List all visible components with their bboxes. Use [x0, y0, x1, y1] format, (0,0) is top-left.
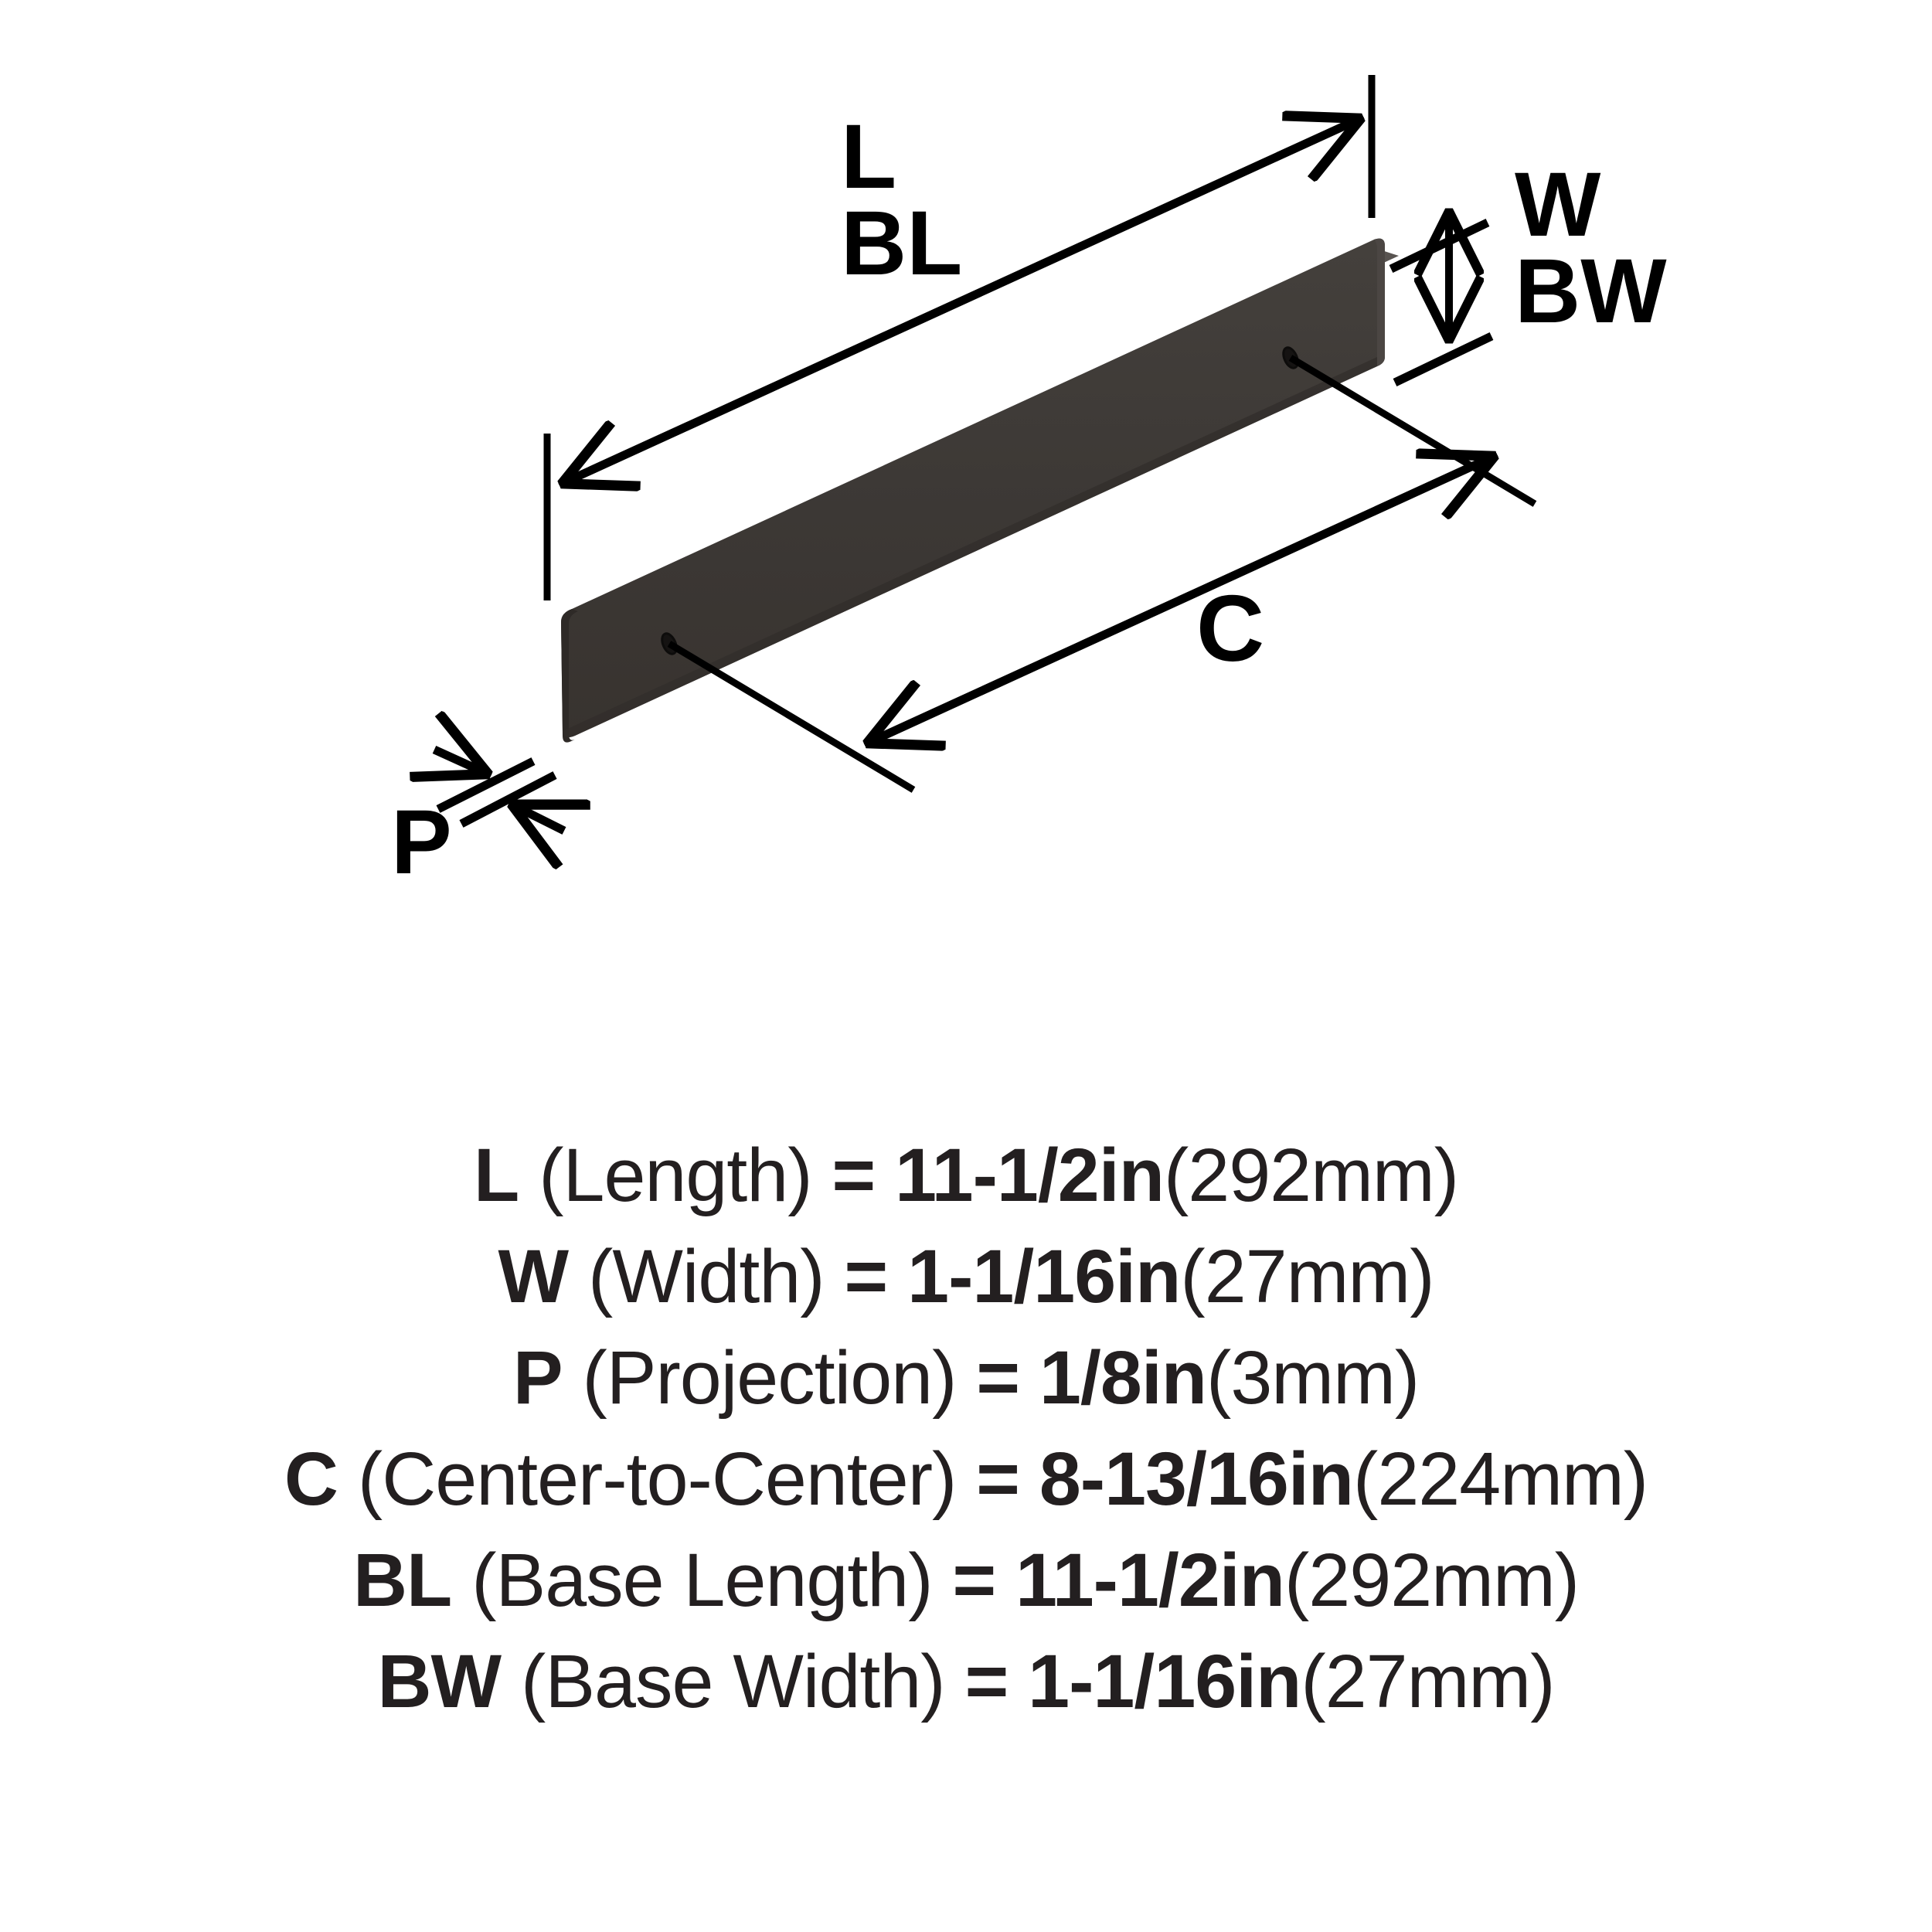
- length-dimension-line: [565, 120, 1358, 482]
- ctc-dimension-line: [870, 457, 1492, 742]
- label-width: W: [1515, 154, 1601, 256]
- spec-row-center-to-center: C (Center-to-Center) = 8-13/16in(224mm): [0, 1428, 1932, 1529]
- width-upper-extension-line: [1389, 219, 1490, 273]
- width-lower-extension-line: [1393, 332, 1494, 386]
- spec-row-length: L (Length) = 11-1/2in(292mm): [0, 1124, 1932, 1226]
- spec-eq-width: =: [844, 1234, 889, 1318]
- spec-imperial-base-width: 1-1/16in: [1028, 1639, 1301, 1723]
- projection-arrow-lower: [515, 806, 564, 831]
- spec-eq-base-length: =: [952, 1538, 997, 1622]
- label-projection: P: [391, 791, 452, 893]
- handle-left-end-cap: [561, 609, 578, 743]
- spec-name-base-width: (Base Width): [521, 1639, 946, 1723]
- spec-code-base-length: BL: [352, 1538, 452, 1622]
- spec-row-projection: P (Projection) = 1/8in(3mm): [0, 1327, 1932, 1428]
- spec-metric-projection: (3mm): [1206, 1335, 1420, 1420]
- product-dimension-diagram: L BL W BW C: [391, 75, 1667, 893]
- spec-eq-projection: =: [976, 1335, 1020, 1420]
- handle-body-group: [561, 238, 1399, 743]
- spec-code-projection: P: [512, 1335, 563, 1420]
- projection-dimension-group: [434, 750, 564, 831]
- spec-name-width: (Width): [588, 1234, 825, 1318]
- length-dimension-group: [543, 75, 1376, 600]
- center-to-center-dimension-group: [667, 355, 1537, 793]
- label-length: L: [841, 106, 896, 208]
- handle-right-end-cap: [1374, 238, 1385, 366]
- spec-name-center-to-center: (Center-to-Center): [357, 1437, 957, 1521]
- spec-metric-center-to-center: (224mm): [1353, 1437, 1648, 1521]
- spec-name-length: (Length): [539, 1133, 812, 1217]
- spec-name-projection: (Projection): [582, 1335, 957, 1420]
- spec-metric-base-length: (292mm): [1284, 1538, 1580, 1622]
- spec-imperial-width: 1-1/16in: [907, 1234, 1181, 1318]
- spec-imperial-projection: 1/8in: [1039, 1335, 1207, 1420]
- projection-extension-line-a: [436, 757, 536, 813]
- spec-code-base-width: BW: [377, 1639, 502, 1723]
- spec-row-width: W (Width) = 1-1/16in(27mm): [0, 1226, 1932, 1327]
- dimension-spec-list: L (Length) = 11-1/2in(292mm) W (Width) =…: [0, 1124, 1932, 1732]
- width-dimension-group: [1389, 214, 1494, 386]
- spec-code-width: W: [498, 1234, 570, 1318]
- spec-imperial-base-length: 11-1/2in: [1015, 1538, 1285, 1622]
- spec-imperial-center-to-center: 8-13/16in: [1039, 1437, 1354, 1521]
- ctc-left-leader-line: [667, 641, 916, 793]
- label-center-to-center: C: [1196, 576, 1264, 681]
- spec-eq-base-width: =: [964, 1639, 1009, 1723]
- ctc-right-leader-line: [1288, 355, 1537, 507]
- spec-row-base-width: BW (Base Width) = 1-1/16in(27mm): [0, 1631, 1932, 1732]
- spec-eq-length: =: [832, 1133, 876, 1217]
- spec-metric-base-width: (27mm): [1301, 1639, 1555, 1723]
- spec-eq-center-to-center: =: [976, 1437, 1020, 1521]
- spec-name-base-length: (Base Length): [471, 1538, 933, 1622]
- spec-metric-width: (27mm): [1180, 1234, 1434, 1318]
- label-base-width: BW: [1515, 240, 1667, 342]
- spec-imperial-length: 11-1/2in: [895, 1133, 1165, 1217]
- label-base-length: BL: [841, 192, 962, 294]
- spec-code-center-to-center: C: [284, 1437, 338, 1521]
- spec-metric-length: (292mm): [1163, 1133, 1459, 1217]
- spec-row-base-length: BL (Base Length) = 11-1/2in(292mm): [0, 1529, 1932, 1631]
- spec-code-length: L: [473, 1133, 519, 1217]
- projection-arrow-upper: [434, 750, 485, 773]
- projection-extension-line-b: [459, 771, 557, 828]
